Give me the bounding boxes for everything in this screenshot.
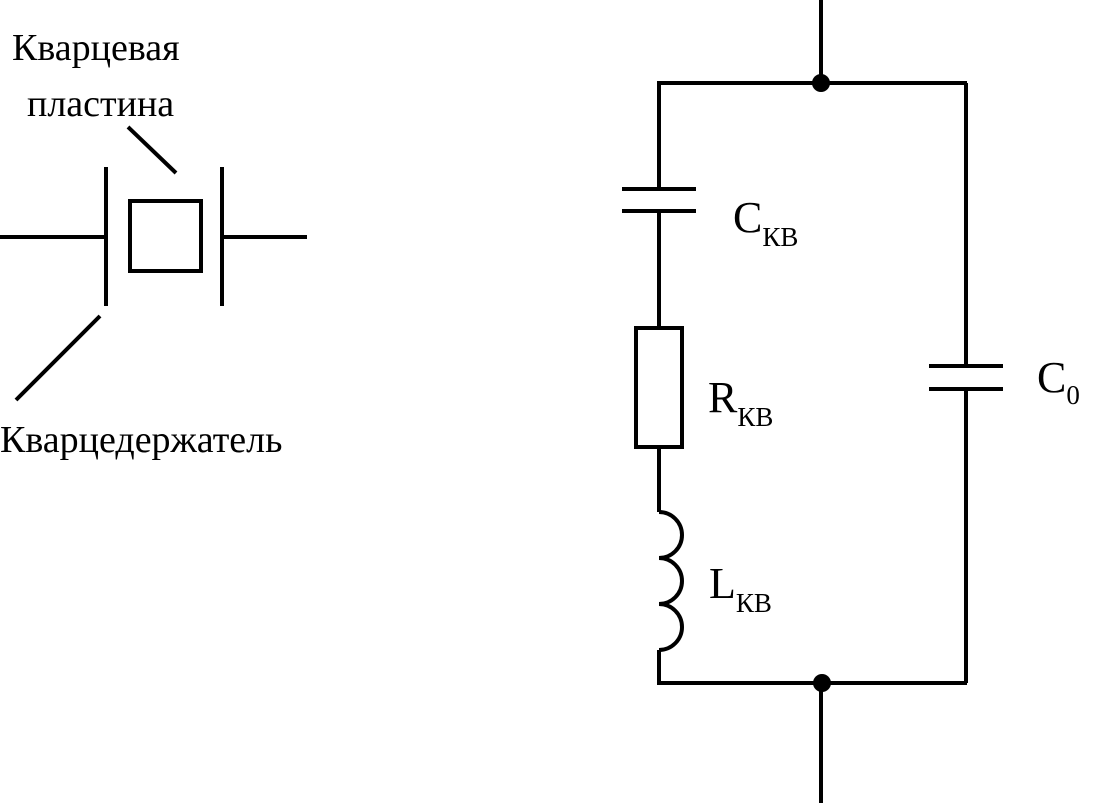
crystal-plate (128, 199, 203, 273)
plate-label-line1: Кварцевая (12, 27, 180, 69)
plate-leader-line (126, 125, 178, 175)
label-lq: LКВ (709, 559, 772, 618)
capacitor-c0 (929, 364, 1003, 391)
holder-label: Кварцедержатель (0, 419, 282, 461)
resistor-rq (634, 326, 684, 449)
label-rq: RКВ (708, 373, 773, 432)
bottom-junction-dot (813, 674, 831, 692)
holder-leader-line (14, 314, 102, 402)
label-c0: C0 (1037, 353, 1080, 410)
crystal-symbol: Кварцевая пластина Кварцедержатель (0, 27, 307, 461)
top-junction-dot (812, 74, 830, 92)
equivalent-circuit: CКВ RКВ LКВ C0 (622, 0, 1080, 803)
plate-label-line2: пластина (27, 83, 174, 125)
capacitor-cq (622, 187, 696, 213)
inductor-lq (658, 510, 684, 652)
label-cq: CКВ (733, 193, 798, 252)
